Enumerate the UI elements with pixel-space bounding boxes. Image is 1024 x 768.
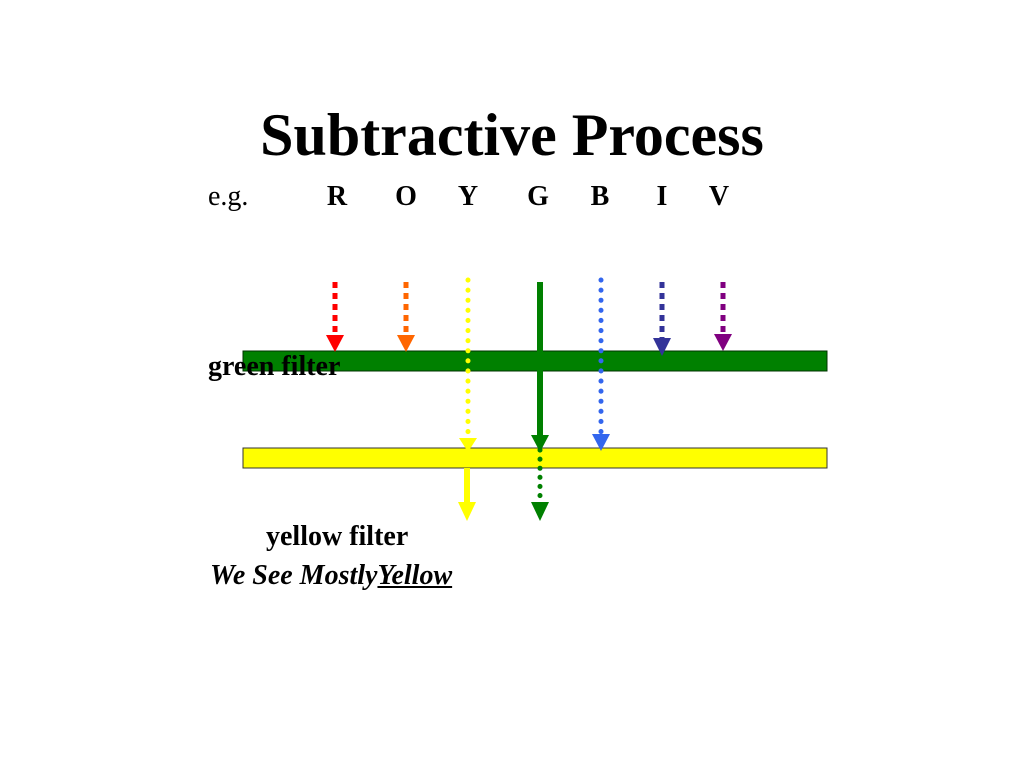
green-filter-label: green filter: [208, 351, 341, 382]
yellow-arrowhead-upper: [459, 438, 477, 452]
spectrum-letter-i: I: [656, 181, 668, 212]
spectrum-letter-b: B: [590, 181, 610, 212]
green-arrowhead-upper: [531, 435, 549, 452]
green-arrowhead-lower: [531, 502, 549, 521]
indigo-arrowhead: [653, 338, 671, 356]
spectrum-letter-o: O: [395, 181, 417, 212]
conclusion-result: Yellow: [377, 560, 453, 591]
conclusion-prefix: We See Mostly: [210, 560, 378, 591]
orange-arrowhead: [397, 335, 415, 352]
yellow-filter-bar: [242, 447, 828, 469]
red-arrowhead: [326, 335, 344, 352]
green-filter-bar: [242, 350, 828, 372]
slide-title: Subtractive Process: [260, 102, 764, 168]
yellow-filter-label: yellow filter: [266, 521, 409, 552]
violet-arrowhead: [714, 334, 732, 351]
conclusion-text: We See MostlyYellow: [210, 559, 452, 593]
example-label: e.g.: [208, 181, 249, 212]
spectrum-letter-r: R: [326, 181, 348, 212]
spectrum-letter-g: G: [527, 181, 549, 212]
yellow-arrowhead-lower: [458, 502, 476, 521]
blue-arrowhead: [592, 434, 610, 451]
spectrum-letter-v: V: [708, 181, 730, 212]
spectrum-letter-y: Y: [457, 181, 479, 212]
